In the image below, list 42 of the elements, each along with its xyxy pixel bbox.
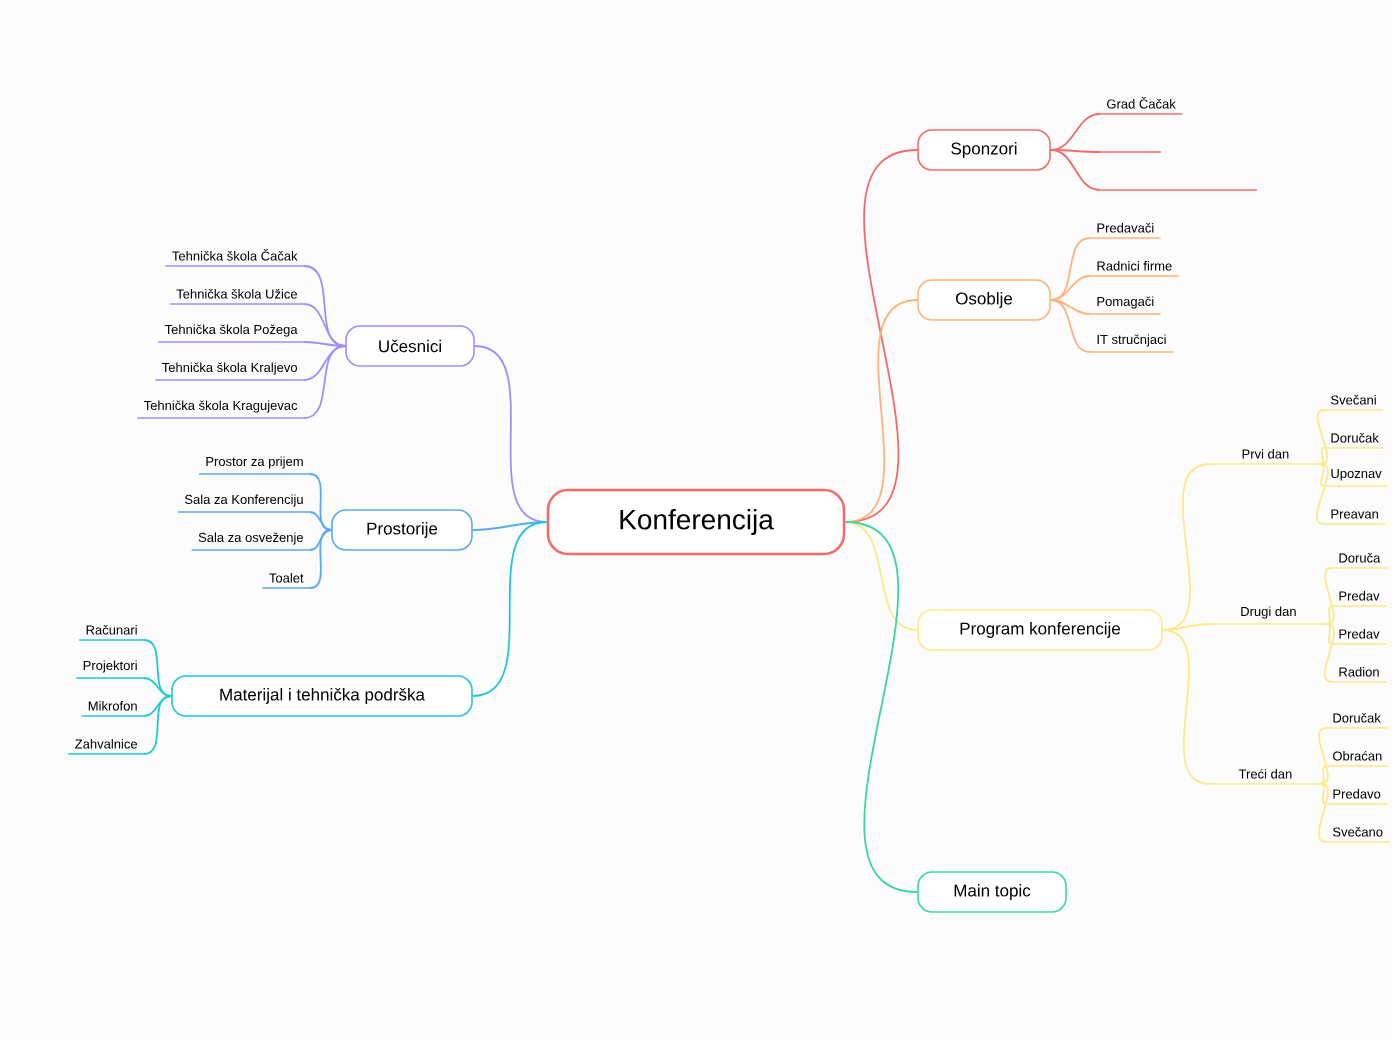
branch-line [1316,409,1329,465]
topic-box: Osoblje [917,279,1051,321]
branch-line [1324,567,1335,625]
branch-line [1161,629,1211,785]
branch-line [1049,149,1101,153]
branch-line [309,529,333,589]
branch-line [1325,605,1333,625]
central-topic-box: Konferencija [546,488,846,556]
branch-line [143,677,173,697]
branch-line [1319,765,1327,785]
branch-line [1319,463,1325,487]
branch-line [1325,623,1333,645]
topic-box: Prostorije [331,509,473,551]
branch-line [1319,783,1327,805]
branch-line [1049,299,1091,353]
underline [1099,189,1258,191]
branch-line [303,345,347,419]
branch-line [844,521,919,893]
branch-line [303,345,347,381]
branch-line [309,529,333,551]
branch-line [471,521,548,697]
branch-line [1323,623,1335,683]
branch-line [1316,463,1329,525]
branch-line [309,473,333,531]
branch-line [1317,783,1329,843]
topic-box: Materijal i tehnička podrška [171,675,473,717]
branch-line [1318,727,1329,785]
topic-box: Program konferencije [917,609,1163,651]
branch-line [1049,275,1091,301]
underline [1099,151,1162,153]
branch-line [1049,299,1091,315]
branch-line [1319,447,1325,465]
branch-line [1049,149,1101,191]
branch-line [303,303,347,347]
topic-box: Sponzori [917,129,1051,171]
branch-line [309,511,333,531]
topic-box: Učesnici [345,325,475,367]
topic-box: Main topic [917,871,1067,913]
branch-line [143,695,173,717]
branch-line [143,695,173,755]
branch-line [1049,113,1101,151]
branch-line [303,341,347,347]
